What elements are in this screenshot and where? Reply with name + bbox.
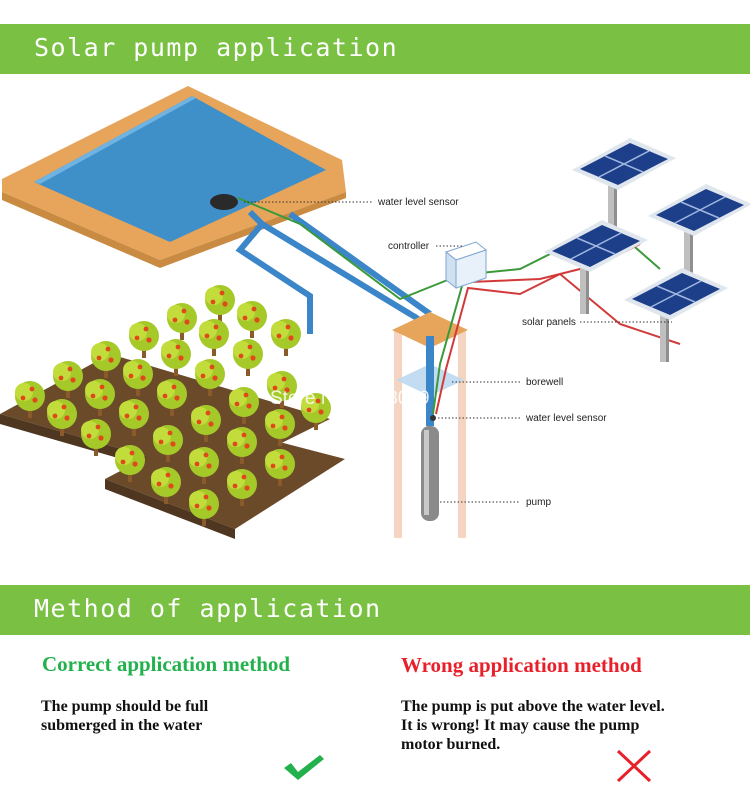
correct-line: submerged in the water [41,717,203,734]
label-controller: controller [388,241,430,252]
tree-icon [265,409,295,446]
solar-panels [544,138,750,362]
tree-icon [85,379,115,416]
header-banner: Solar pump application [0,24,750,74]
solar-pump-diagram: water level sensor controller solar pane… [0,86,750,539]
tree-icon [233,339,263,376]
tree-icon [161,339,191,376]
method-banner: Method of application [0,585,750,635]
solar-panel-icon [544,220,648,314]
label-water-level-sensor-top: water level sensor [377,197,459,208]
label-pump: pump [526,497,551,508]
tree-icon [267,371,297,408]
wrong-line: It is wrong! It may cause the pump [401,717,640,734]
label-borewell: borewell [526,377,563,388]
tree-icon [227,427,257,464]
pond [2,86,346,268]
tree-icon [167,303,197,340]
borewell [392,312,468,538]
page-title: Solar pump application [34,33,399,62]
tree-icon [189,489,219,526]
controller-box [444,241,488,290]
method-title: Method of application [34,594,382,623]
tree-icon [191,405,221,442]
store-watermark: Store No: 3858079 [270,388,430,409]
wire-red [435,272,681,415]
tree-icon [199,319,229,356]
label-water-level-sensor-bottom: water level sensor [525,413,607,424]
correct-method-description: The pump should be full submerged in the… [41,697,341,735]
pipe [235,222,313,334]
tree-icon [237,301,267,338]
tree-icon [81,419,111,456]
tree-icon [189,447,219,484]
tree-icon [227,469,257,506]
tree-icon [91,341,121,378]
tree-icon [47,399,77,436]
tree-icon [119,399,149,436]
tree-icon [229,387,259,424]
tree-icon [115,445,145,482]
tree-icon [123,359,153,396]
tree-icon [157,379,187,416]
wire-green [237,197,451,301]
tree-icon [151,467,181,504]
tree-icon [53,361,83,398]
tree-icon [153,425,183,462]
check-icon [284,755,324,780]
tree-icon [265,449,295,486]
wire-green [432,285,463,415]
wrong-method-title: Wrong application method [401,653,642,677]
wrong-line: motor burned. [401,736,501,753]
wrong-line: The pump is put above the water level. [401,698,665,715]
orchard [0,285,345,539]
cross-icon [616,749,652,783]
tree-icon [195,359,225,396]
correct-line: The pump should be full [41,698,209,715]
wrong-method-description: The pump is put above the water level. I… [401,697,741,754]
solar-panel-icon [648,184,750,278]
label-solar-panels: solar panels [522,317,576,328]
solar-panel-icon [572,138,676,232]
tree-icon [15,381,45,418]
tree-icon [301,393,331,430]
tree-icon [271,319,301,356]
solar-panel-icon [624,268,728,362]
floating-sensor-icon [210,194,238,210]
tree-icon [129,321,159,358]
correct-method-title: Correct application method [42,652,291,676]
tree-icon [205,285,235,322]
